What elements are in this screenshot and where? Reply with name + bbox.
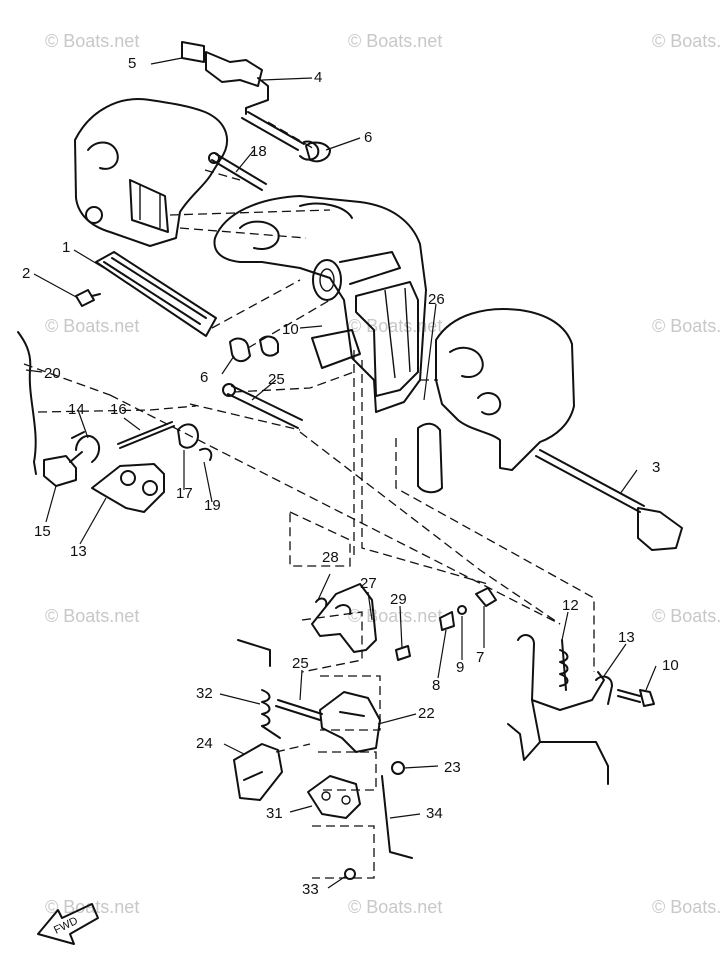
watermark: © Boats.net [652,606,722,626]
callout-2: 2 [22,265,30,282]
callout-12: 12 [562,597,579,614]
callout-9: 9 [456,659,464,676]
tilt-spring-12 [559,639,569,691]
bracket-31 [307,775,361,819]
callout-25: 25 [292,655,309,672]
bushings [229,141,331,362]
callout-23: 23 [444,759,461,776]
callout-22: 22 [418,705,435,722]
watermark: © Boats.net [652,31,722,51]
callout-18: 17 [176,485,193,502]
callout-29: 28 [322,549,339,566]
callout-1: 1 [62,239,70,256]
callout-31: 31 [266,805,283,822]
callout-6b: 6 [200,369,208,386]
callout-21: 20 [44,365,61,382]
lock-lever-22 [319,691,381,753]
callout-10: 10 [662,657,679,674]
lever-24 [233,743,283,801]
callout-30: 29 [390,591,407,608]
clip-33 [344,868,356,880]
reverse-lock-28 [311,583,411,661]
callout-15: 14 [68,401,85,418]
callout-20: 19 [204,497,221,514]
anode-plate [95,251,217,337]
trail-lock-assembly [17,331,213,513]
callout-17: 16 [110,401,127,418]
callout-33: 33 [302,881,319,898]
callout-27: 26 [428,291,445,308]
watermark: © Boats.net [45,31,139,51]
callout-13: 13 [618,629,635,646]
through-rod-3 [535,449,683,551]
bolt-10 [617,689,655,707]
callout-8: 8 [432,677,440,694]
pin-25 [275,699,323,721]
callout-11: 10 [282,321,299,338]
watermark: © Boats.net [652,316,722,336]
callout-32: 32 [196,685,213,702]
watermark: © Boats.net [45,897,139,917]
callout-24: 24 [196,735,213,752]
callout-16: 15 [34,523,51,540]
callout-26: 25 [268,371,285,388]
leader-lines [25,57,657,889]
callout-labels: 5 4 6 18 1 2 3 26 10 6 25 20 14 16 17 19… [22,55,679,898]
callout-4: 4 [314,69,322,86]
reverse-lock-lever-13 [507,634,613,785]
callout-3: 3 [652,459,660,476]
tilt-pin-26 [222,383,303,429]
watermark: © Boats.net [652,897,722,917]
fwd-label: FWD [52,915,80,937]
clamp-bracket-right [417,308,575,494]
callout-28: 27 [360,575,377,592]
bolt-19 [208,152,267,191]
swivel-bracket [213,195,427,413]
watermark: © Boats.net [348,31,442,51]
callout-5: 5 [128,55,136,72]
assembly-lines [23,121,595,879]
watermark: © Boats.net [348,606,442,626]
watermarks: © Boats.net © Boats.net © Boats.net © Bo… [45,31,722,917]
bolt-2 [75,289,101,307]
callout-19: 18 [250,143,267,160]
tilt-lever-assembly [181,41,320,161]
callout-7: 7 [476,649,484,666]
rod-34 [381,775,413,859]
watermark: © Boats.net [45,606,139,626]
spring-32 [237,639,281,739]
callout-14: 13 [70,543,87,560]
watermark: © Boats.net [45,316,139,336]
callout-6: 6 [364,129,372,146]
washer-23 [391,761,405,775]
watermark: © Boats.net [348,897,442,917]
bolts-7-8-9 [439,587,497,631]
clamp-bracket-left [74,98,228,247]
callout-34: 34 [426,805,443,822]
